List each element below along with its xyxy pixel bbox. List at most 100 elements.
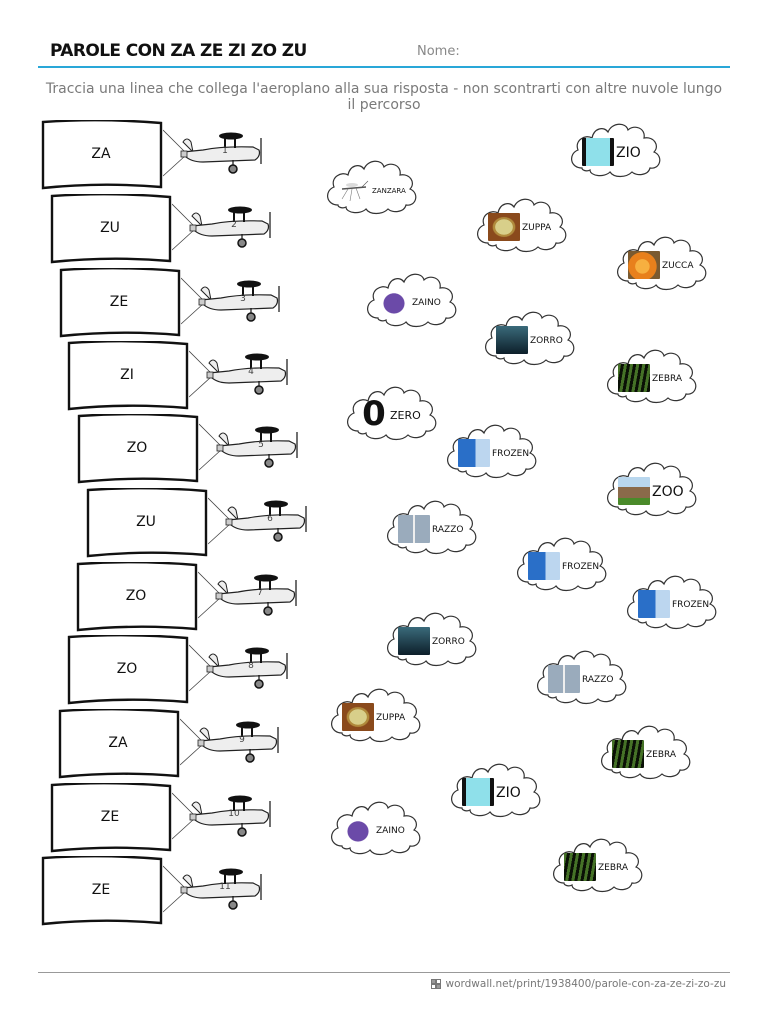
plane-number: 8	[248, 661, 254, 671]
cloud-word: FROZEN	[562, 562, 600, 572]
syllable-label: ZE	[109, 294, 129, 310]
answer-cloud[interactable]: ZORRO	[384, 607, 480, 669]
cloud-word: ZOO	[652, 484, 684, 500]
cloud-word: ZEBRA	[652, 374, 683, 384]
cloud-word: ZUPPA	[522, 223, 552, 233]
zebra-picture	[564, 853, 596, 881]
cloud-word: ZANZARA	[372, 187, 406, 195]
answer-cloud[interactable]: ZOO	[604, 457, 700, 519]
airplane-icon[interactable]: 10	[172, 791, 282, 841]
mosquito-picture	[338, 175, 370, 203]
syllable-label: ZA	[91, 146, 111, 162]
cartoon-uncle-picture	[582, 138, 614, 166]
pumpkin-picture	[628, 251, 660, 279]
zoo-picture	[618, 477, 650, 505]
cloud-word: ZUPPA	[376, 713, 406, 723]
cloud-word: ZERO	[390, 409, 421, 422]
airplane-icon[interactable]: 7	[198, 570, 308, 620]
syllable-banner: ZE	[50, 783, 172, 853]
syllable-banner: ZA	[41, 120, 163, 190]
rocket-picture	[548, 665, 580, 693]
footer-divider	[38, 972, 730, 973]
airplane-icon[interactable]: 11	[163, 864, 273, 914]
cloud-word: RAZZO	[582, 675, 614, 685]
plane-number: 11	[219, 882, 231, 892]
answer-cloud[interactable]: ZUPPA	[328, 683, 424, 745]
airplane-icon[interactable]: 5	[199, 422, 309, 472]
answer-cloud[interactable]: FROZEN	[624, 570, 720, 632]
syllable-banner: ZO	[76, 562, 198, 632]
syllable-label: ZO	[126, 440, 148, 456]
answer-cloud[interactable]: RAZZO	[384, 495, 480, 557]
plane-number: 9	[239, 735, 245, 745]
syllable-banner: ZO	[67, 635, 189, 705]
airplane-icon[interactable]: 1	[163, 128, 273, 178]
airplane-icon[interactable]: 4	[189, 349, 299, 399]
cloud-word: ZORRO	[432, 637, 465, 647]
wordwall-logo-icon	[430, 979, 441, 989]
plane-number: 2	[231, 220, 237, 230]
syllable-label: ZE	[100, 809, 120, 825]
airplane-icon[interactable]: 3	[181, 276, 291, 326]
airplane-icon[interactable]: 6	[208, 496, 318, 546]
cloud-word: ZAINO	[376, 826, 405, 836]
syllable-banner: ZU	[50, 194, 172, 264]
answer-cloud[interactable]: FROZEN	[444, 419, 540, 481]
cloud-word: ZUCCA	[662, 261, 694, 271]
syllable-banner: ZU	[86, 488, 208, 558]
answer-cloud[interactable]: ZEBRA	[598, 720, 694, 782]
plane-number: 10	[228, 809, 240, 819]
syllable-banner: ZA	[58, 709, 180, 779]
frozen-elsa-picture	[638, 590, 670, 618]
syllable-banner: ZE	[41, 856, 163, 926]
answer-cloud[interactable]: ZORRO	[482, 306, 578, 368]
zebra-picture	[618, 364, 650, 392]
answer-cloud[interactable]: ZUPPA	[474, 193, 570, 255]
answer-cloud[interactable]: ZEBRA	[550, 833, 646, 895]
cartoon-uncle-picture	[462, 778, 494, 806]
syllable-label: ZI	[120, 367, 134, 383]
answer-cloud[interactable]: ZUCCA	[614, 231, 710, 293]
syllable-label: ZO	[125, 588, 147, 604]
answer-cloud[interactable]: FROZEN	[514, 532, 610, 594]
syllable-label: ZA	[108, 735, 128, 751]
answer-cloud[interactable]: ZAINO	[364, 268, 460, 330]
answer-cloud[interactable]: RAZZO	[534, 645, 630, 707]
soup-bowl-picture	[488, 213, 520, 241]
instructions: Traccia una linea che collega l'aeroplan…	[45, 81, 723, 113]
zero-digit-icon: 0	[362, 394, 386, 434]
answer-cloud[interactable]: ZIO	[448, 758, 544, 820]
page-title: PAROLE CON ZA ZE ZI ZO ZU	[50, 41, 307, 61]
frozen-elsa-picture	[458, 439, 490, 467]
zorro-picture	[398, 627, 430, 655]
plane-number: 6	[267, 514, 273, 524]
plane-number: 1	[222, 146, 228, 156]
airplane-icon[interactable]: 8	[189, 643, 299, 693]
cloud-word: FROZEN	[672, 600, 710, 610]
syllable-label: ZE	[91, 882, 111, 898]
answer-cloud[interactable]: ZAINO	[328, 796, 424, 858]
airplane-icon[interactable]: 2	[172, 202, 282, 252]
syllable-banner: ZI	[67, 341, 189, 411]
syllable-label: ZU	[136, 514, 156, 530]
syllable-label: ZO	[116, 661, 138, 677]
airplane-icon[interactable]: 9	[180, 717, 290, 767]
cloud-word: ZEBRA	[646, 750, 677, 760]
cloud-word: ZEBRA	[598, 863, 629, 873]
answer-cloud[interactable]: 0 ZERO	[344, 381, 440, 443]
syllable-banner: ZO	[77, 414, 199, 484]
rocket-picture	[398, 515, 430, 543]
cloud-word: ZIO	[496, 785, 521, 801]
footer-url[interactable]: wordwall.net/print/1938400/parole-con-za…	[445, 978, 727, 990]
answer-cloud[interactable]: ZEBRA	[604, 344, 700, 406]
header-divider	[38, 66, 730, 68]
answer-cloud[interactable]: ZANZARA	[324, 155, 420, 217]
zorro-picture	[496, 326, 528, 354]
soup-bowl-picture	[342, 703, 374, 731]
syllable-banner: ZE	[59, 268, 181, 338]
frozen-elsa-picture	[528, 552, 560, 580]
plane-number: 4	[248, 367, 254, 377]
answer-cloud[interactable]: ZIO	[568, 118, 664, 180]
plane-number: 3	[240, 294, 246, 304]
cloud-word: ZIO	[616, 145, 641, 161]
